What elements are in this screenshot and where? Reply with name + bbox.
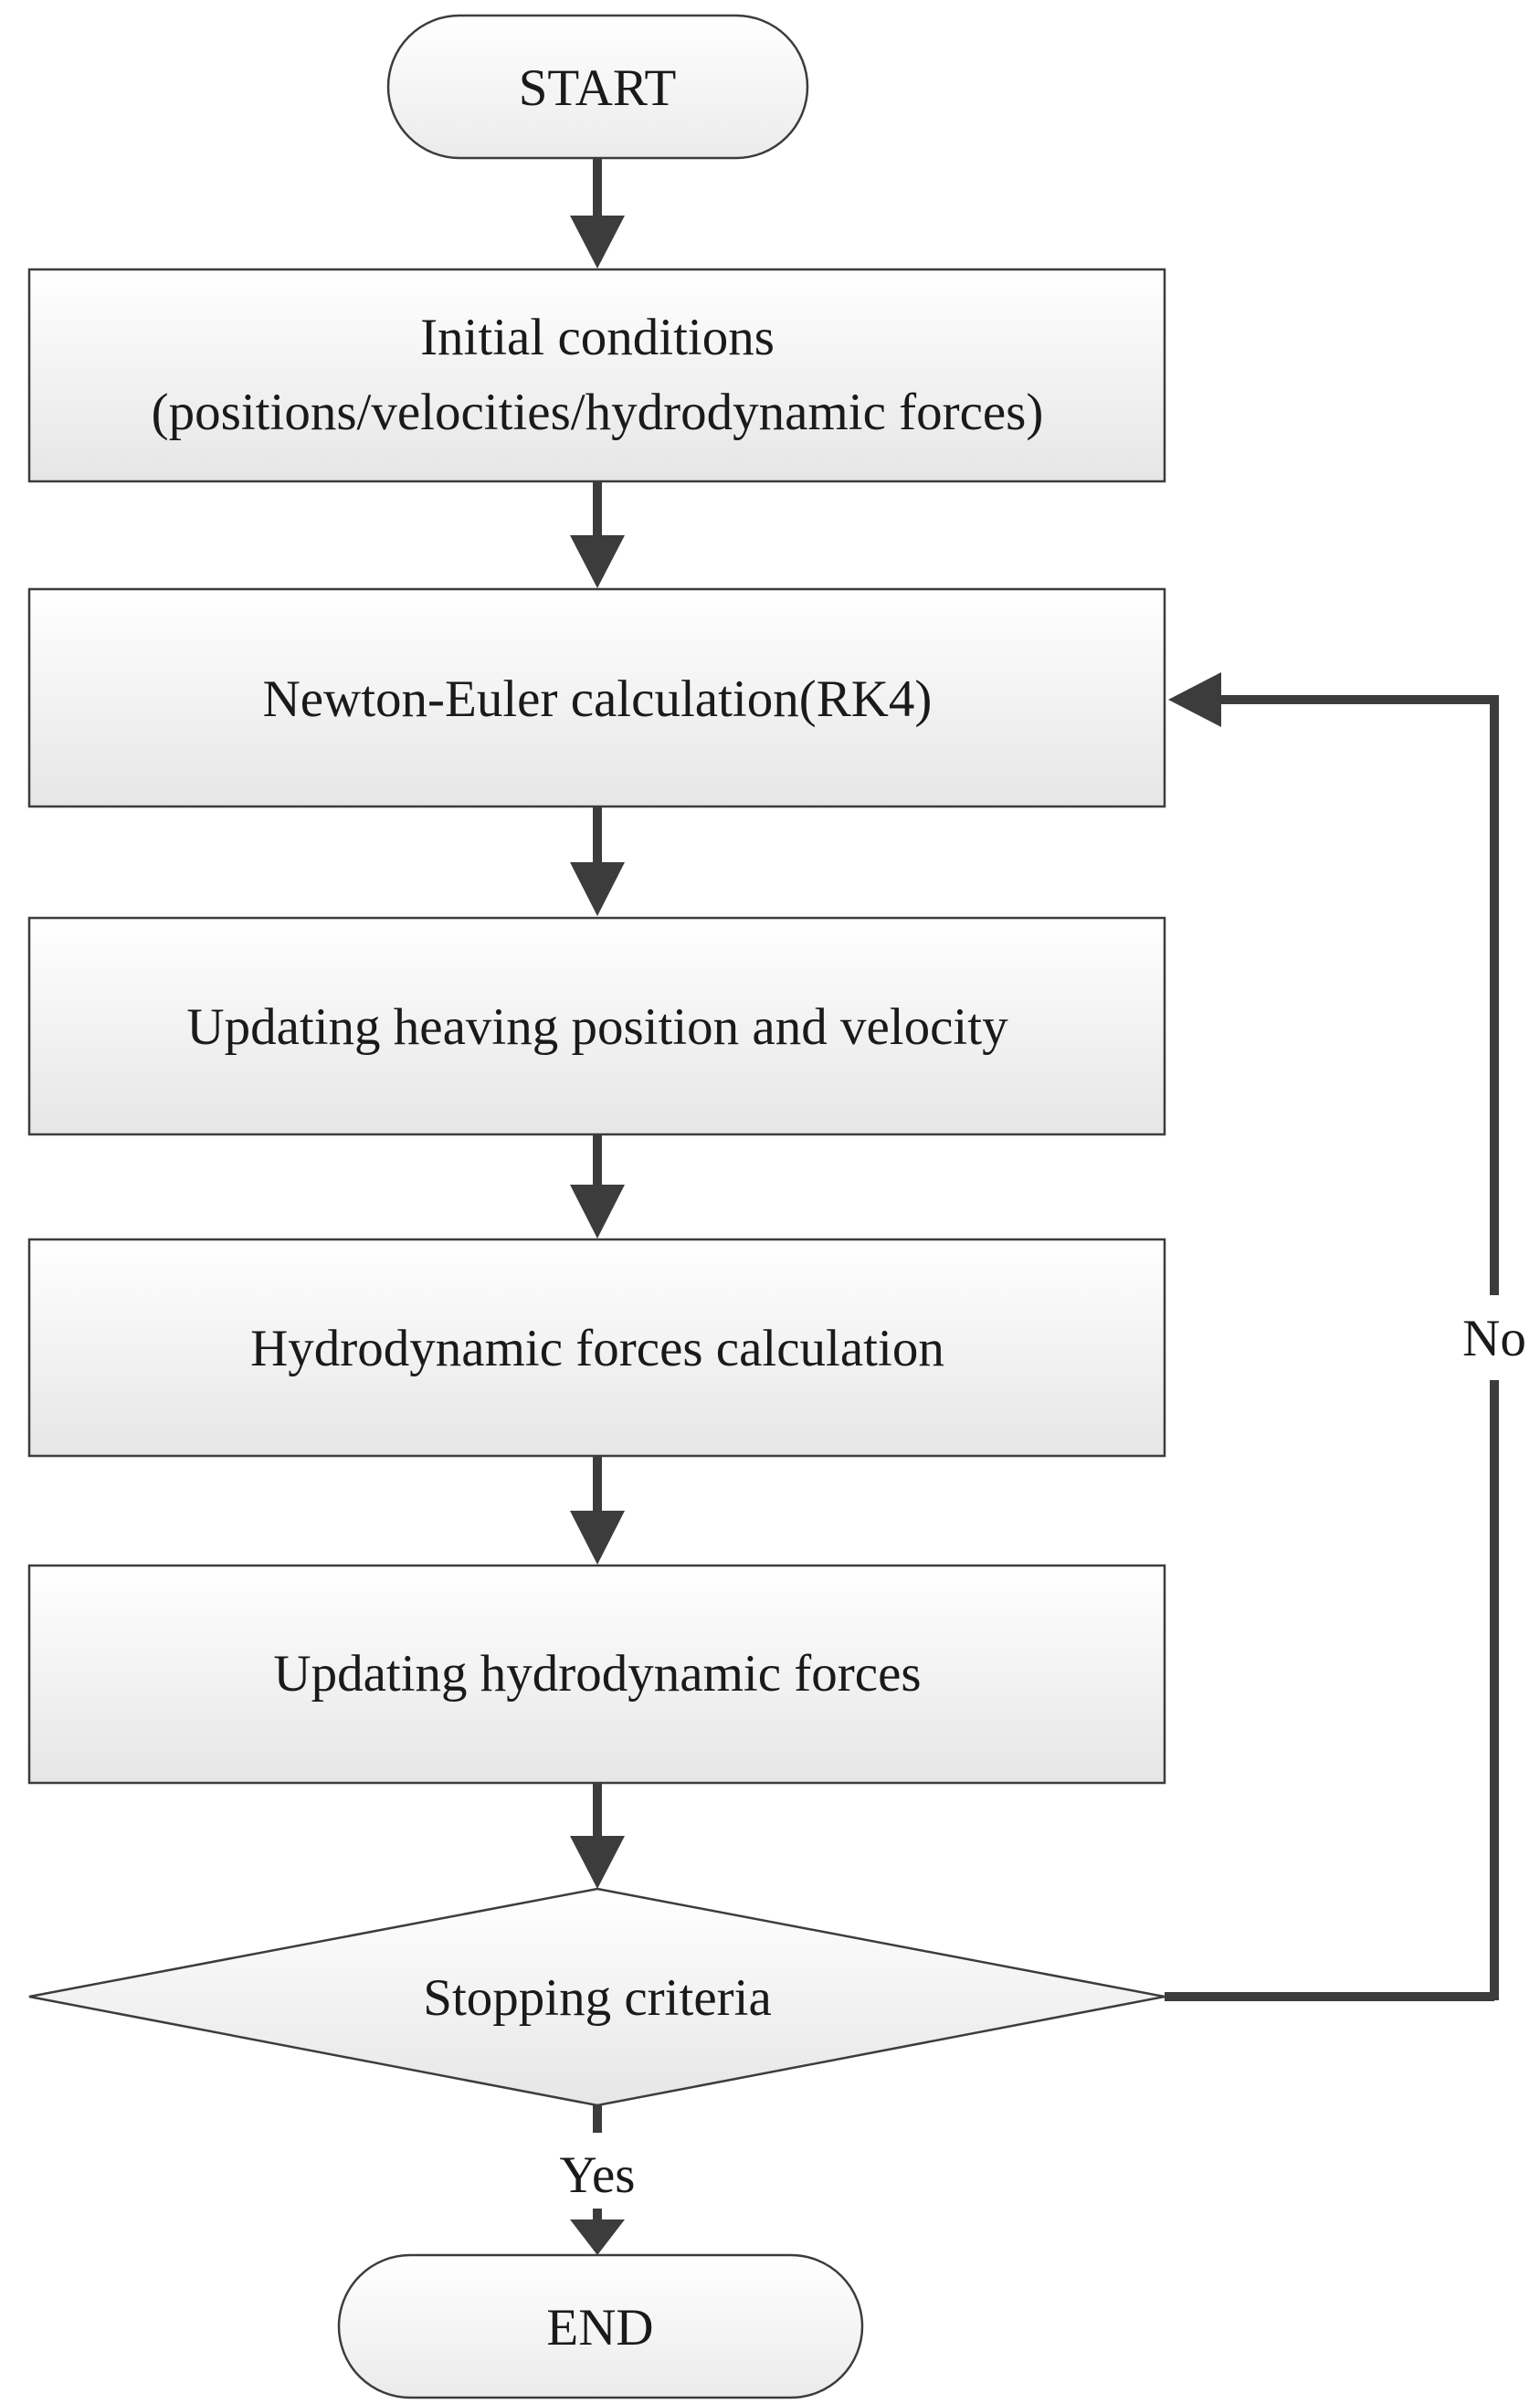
no-label: No: [1462, 1310, 1526, 1367]
start-label: START: [519, 59, 677, 117]
no-loop-connector: [1165, 672, 1499, 2001]
start-node: START: [386, 14, 809, 160]
update-heaving-label: Updating heaving position and velocity: [186, 998, 1008, 1056]
stopping-criteria-decision: Stopping criteria: [28, 1887, 1166, 2107]
end-node: END: [337, 2253, 864, 2399]
yes-label: Yes: [560, 2146, 636, 2204]
newton-euler-box: Newton-Euler calculation(RK4): [27, 587, 1166, 808]
update-heaving-box: Updating heaving position and velocity: [27, 916, 1166, 1136]
hydro-forces-calc-box: Hydrodynamic forces calculation: [27, 1238, 1166, 1458]
arrow-hydro-calc-to-update-hydro: [570, 1456, 625, 1565]
arrow-init-to-newton: [570, 481, 625, 588]
yes-connector: [570, 2105, 625, 2255]
update-hydro-forces-label: Updating hydrodynamic forces: [273, 1645, 921, 1703]
initial-conditions-label-line2: (positions/velocities/hydrodynamic force…: [152, 384, 1044, 441]
initial-conditions-box: Initial conditions (positions/velocities…: [27, 268, 1166, 483]
newton-euler-label: Newton-Euler calculation(RK4): [263, 670, 933, 728]
hydro-forces-calc-label: Hydrodynamic forces calculation: [250, 1320, 944, 1377]
arrow-update-heave-to-hydro-calc: [570, 1134, 625, 1239]
arrow-update-hydro-to-decision: [570, 1783, 625, 1889]
arrow-start-to-init: [570, 158, 625, 269]
end-label: END: [546, 2299, 653, 2357]
arrow-newton-to-update-heave: [570, 807, 625, 916]
update-hydro-forces-box: Updating hydrodynamic forces: [27, 1564, 1166, 1785]
stopping-criteria-label: Stopping criteria: [423, 1969, 772, 2027]
initial-conditions-label-line1: Initial conditions: [420, 309, 775, 366]
